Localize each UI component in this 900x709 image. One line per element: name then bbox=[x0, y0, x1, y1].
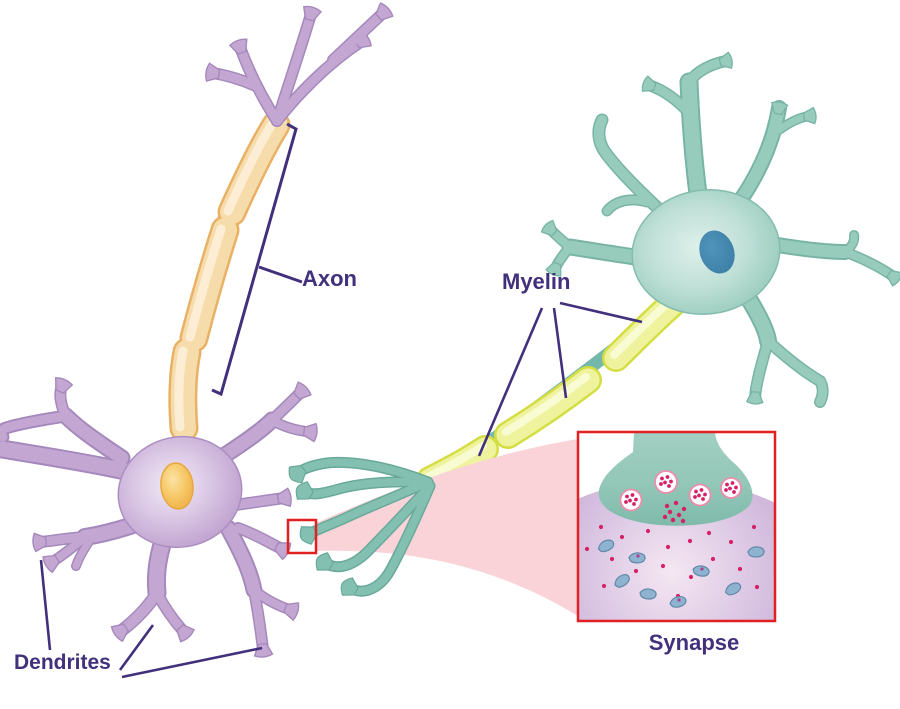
purple-dendrites bbox=[0, 377, 318, 658]
dendrites-pointer-line bbox=[39, 559, 52, 651]
purple-nucleus bbox=[160, 462, 194, 510]
axon-pointer-line bbox=[258, 265, 303, 284]
tan-myelin-segments bbox=[168, 110, 291, 443]
myelin-pointer-line bbox=[552, 307, 568, 399]
dendrites-pointer-line bbox=[118, 624, 155, 671]
dendrites-label: Dendrites bbox=[14, 651, 111, 674]
teal-nucleus bbox=[699, 230, 735, 274]
neurotransmitter-dots bbox=[584, 500, 760, 599]
synaptic-vesicles bbox=[619, 470, 742, 512]
inset-border bbox=[576, 430, 777, 623]
synapse-zoom-cone bbox=[316, 439, 578, 616]
zoom-region-box bbox=[286, 518, 318, 555]
purple-axon-terminals bbox=[205, 2, 394, 127]
purple-axon bbox=[168, 110, 291, 443]
synapse-label: Synapse bbox=[648, 630, 740, 655]
teal-neuron bbox=[416, 51, 900, 494]
receptors bbox=[597, 539, 765, 608]
synapse-inset bbox=[576, 430, 777, 623]
dendrites-pointer-line bbox=[121, 646, 263, 679]
purple-neuron bbox=[0, 2, 394, 658]
axon-label: Axon bbox=[302, 266, 357, 291]
myelin-label: Myelin bbox=[502, 269, 571, 294]
myelin-pointer-line bbox=[559, 301, 643, 324]
axon-bracket bbox=[211, 122, 298, 397]
teal-axon-terminal-arbor bbox=[288, 456, 436, 597]
pointer-lines bbox=[39, 122, 643, 679]
myelin-pointer-line bbox=[477, 307, 544, 457]
